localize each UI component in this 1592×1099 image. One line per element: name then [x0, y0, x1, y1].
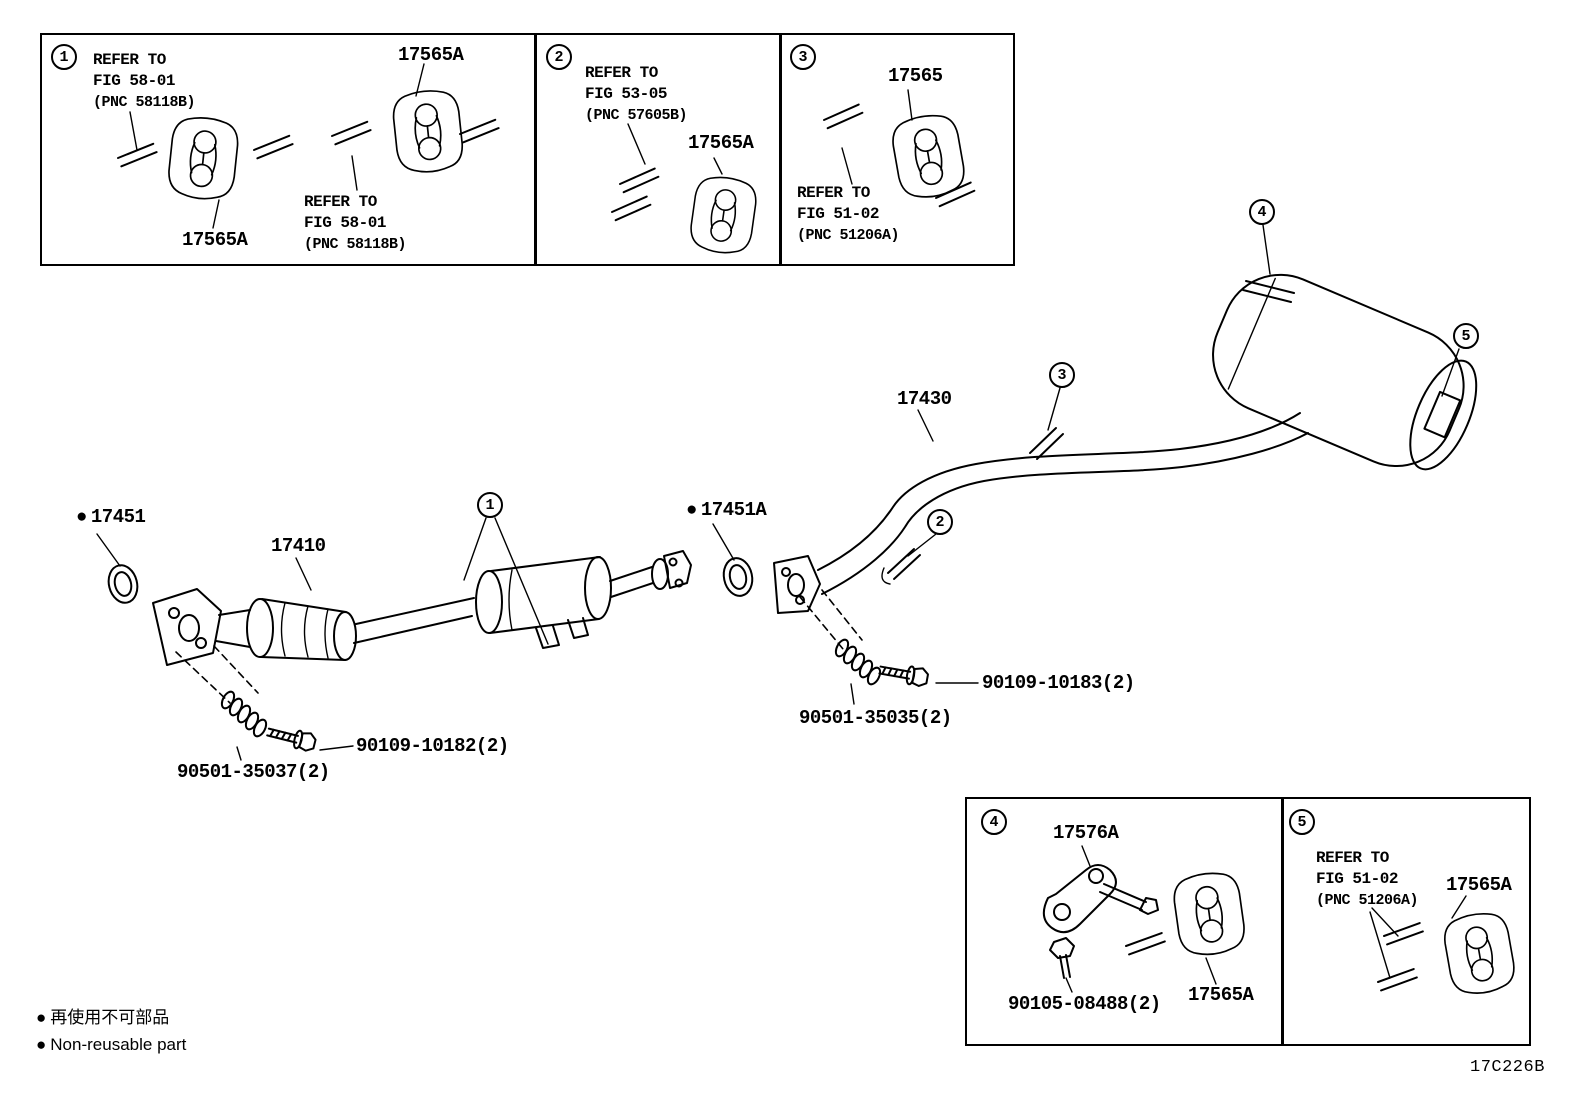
non-reusable-bullet: ● — [36, 1035, 47, 1054]
part-number: 17451A — [700, 499, 767, 521]
part-label-90109-10183[interactable]: 90109-10183(2) — [982, 672, 1135, 694]
callout-1-main[interactable]: 1 — [477, 492, 503, 518]
legend-text: Non-reusable part — [50, 1035, 187, 1054]
callout-2-main[interactable]: 2 — [927, 509, 953, 535]
part-label-17565A-box1-top[interactable]: 17565A — [398, 44, 464, 66]
callout-1-inset[interactable]: 1 — [51, 44, 77, 70]
spring-icon — [832, 636, 884, 688]
part-label-90501-35037[interactable]: 90501-35037(2) — [177, 761, 330, 783]
refer-line: REFER TO — [1316, 849, 1389, 867]
part-number: 17451 — [90, 506, 146, 528]
part-label-17410[interactable]: 17410 — [271, 535, 326, 557]
refer-line: FIG 58-01 — [93, 72, 175, 90]
callout-3-inset[interactable]: 3 — [790, 44, 816, 70]
front-pipe-assembly-art — [152, 550, 692, 666]
part-label-17451[interactable]: ●17451 — [76, 506, 146, 528]
callout-5-main[interactable]: 5 — [1453, 323, 1479, 349]
part-label-90109-10182[interactable]: 90109-10182(2) — [356, 735, 509, 757]
callout-5-inset[interactable]: 5 — [1289, 809, 1315, 835]
non-reusable-bullet: ● — [76, 506, 87, 528]
refer-line-pnc: (PNC 51206A) — [797, 227, 900, 244]
diagram-code: 17C226B — [1470, 1058, 1545, 1077]
legend: ●再使用不可部品 ●Non-reusable part — [36, 1004, 186, 1058]
part-label-90105-08488[interactable]: 90105-08488(2) — [1008, 993, 1161, 1015]
dashed-leaders — [175, 589, 863, 704]
part-label-90501-35035[interactable]: 90501-35035(2) — [799, 707, 952, 729]
gasket-icon — [719, 554, 757, 600]
part-label-17565A-box2[interactable]: 17565A — [688, 132, 754, 154]
refer-line-pnc: (PNC 51206A) — [1316, 892, 1419, 909]
inset2-art — [611, 123, 760, 258]
refer-note-box3: REFER TO FIG 51-02 (PNC 51206A) — [797, 183, 900, 246]
inset-box-3 — [780, 33, 1015, 266]
legend-line-jp: ●再使用不可部品 — [36, 1004, 186, 1031]
part-label-17565A-box1-bottom[interactable]: 17565A — [182, 229, 248, 251]
part-label-17565A-box4[interactable]: 17565A — [1188, 984, 1254, 1006]
callout-4-inset[interactable]: 4 — [981, 809, 1007, 835]
part-label-17451A[interactable]: ●17451A — [686, 499, 767, 521]
part-label-17565-box3[interactable]: 17565 — [888, 65, 943, 87]
bolt-icon — [877, 660, 930, 689]
part-label-17565A-box5[interactable]: 17565A — [1446, 874, 1512, 896]
refer-line-pnc: (PNC 58118B) — [304, 236, 407, 253]
gasket-icon — [103, 561, 143, 607]
refer-note-box5: REFER TO FIG 51-02 (PNC 51206A) — [1316, 848, 1419, 911]
muffler-hanger-rod-art — [1242, 280, 1295, 303]
refer-line: REFER TO — [93, 51, 166, 69]
refer-note-box1-bottom: REFER TO FIG 58-01 (PNC 58118B) — [304, 192, 407, 255]
legend-line-en: ●Non-reusable part — [36, 1031, 186, 1058]
callout-3-main[interactable]: 3 — [1049, 362, 1075, 388]
refer-line: FIG 51-02 — [1316, 870, 1398, 888]
callout-2-inset[interactable]: 2 — [546, 44, 572, 70]
inset4-art — [1042, 845, 1249, 993]
refer-line: FIG 58-01 — [304, 214, 386, 232]
callout-4-main[interactable]: 4 — [1249, 199, 1275, 225]
refer-line: REFER TO — [585, 64, 658, 82]
tail-pipe-assembly-art — [773, 412, 1309, 614]
inset5-art — [1369, 895, 1519, 999]
non-reusable-bullet: ● — [686, 499, 697, 521]
inset-box-5 — [1282, 797, 1531, 1046]
refer-line-pnc: (PNC 58118B) — [93, 94, 196, 111]
non-reusable-bullet: ● — [36, 1008, 47, 1027]
refer-note-box2: REFER TO FIG 53-05 (PNC 57605B) — [585, 63, 688, 126]
refer-line: FIG 53-05 — [585, 85, 667, 103]
leader-lines — [96, 224, 1460, 761]
part-label-17430[interactable]: 17430 — [897, 388, 952, 410]
legend-text: 再使用不可部品 — [50, 1008, 170, 1027]
spring-icon — [218, 688, 270, 740]
refer-line: REFER TO — [304, 193, 377, 211]
refer-note-box1-top: REFER TO FIG 58-01 (PNC 58118B) — [93, 50, 196, 113]
refer-line: REFER TO — [797, 184, 870, 202]
inset3-art — [823, 89, 976, 208]
part-label-17576A[interactable]: 17576A — [1053, 822, 1119, 844]
refer-line-pnc: (PNC 57605B) — [585, 107, 688, 124]
bolt-icon — [264, 722, 318, 754]
refer-line: FIG 51-02 — [797, 205, 879, 223]
inset1-art — [117, 63, 500, 229]
